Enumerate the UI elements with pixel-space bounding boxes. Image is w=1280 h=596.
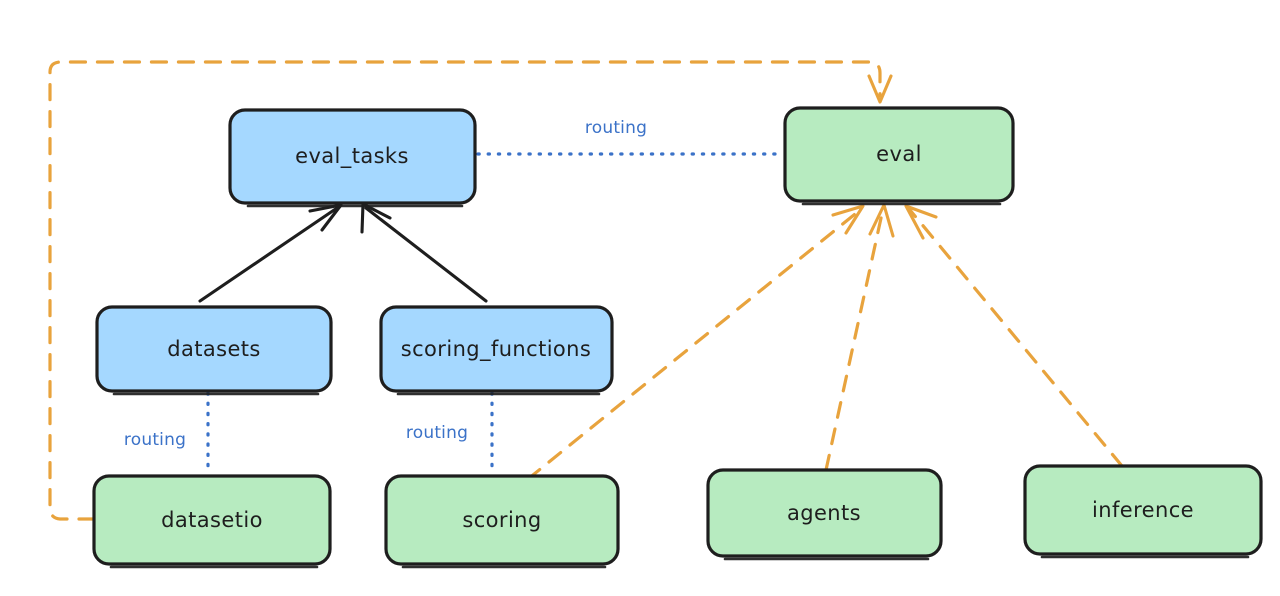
node-inference-label: inference	[1092, 498, 1194, 522]
edge-scoring-to-eval-arrowhead	[831, 204, 865, 235]
node-datasetio[interactable]: datasetio	[92, 474, 332, 569]
node-scoring-label: scoring	[462, 508, 541, 532]
node-eval-tasks-box[interactable]	[228, 108, 477, 205]
node-agents-label: agents	[787, 501, 861, 525]
edge-datasetio-to-eval-path	[48, 60, 882, 521]
node-eval-tasks[interactable]: eval_tasks	[228, 108, 477, 208]
node-inference-box[interactable]	[1023, 464, 1263, 556]
edge-datasetio-to-eval-arrowhead	[867, 74, 893, 104]
node-scoring[interactable]: scoring	[384, 474, 620, 569]
edge-scoring-to-eval	[526, 204, 865, 481]
node-datasetio-label: datasetio	[161, 508, 263, 532]
node-inference[interactable]: inference	[1023, 464, 1263, 559]
edge-datasets-to-eval-tasks-path	[198, 206, 339, 303]
edge-inference-to-eval	[904, 204, 1124, 468]
edge-datasets-to-eval-tasks	[198, 203, 343, 303]
edge-datasetio-to-eval	[48, 60, 893, 521]
edge-label-routing-datasetio: routing	[124, 430, 186, 450]
edge-label-routing-scoring: routing	[406, 423, 468, 443]
node-scoring-functions[interactable]: scoring_functions	[379, 305, 614, 396]
edge-label-routing-eval: routing	[585, 118, 647, 138]
node-eval-box[interactable]	[783, 106, 1015, 203]
edge-scoring-to-eval-path	[526, 208, 862, 481]
node-scoring-functions-box[interactable]	[379, 305, 614, 393]
node-eval-label: eval	[876, 142, 922, 166]
node-agents-box[interactable]	[706, 468, 943, 558]
node-scoring-box[interactable]	[384, 474, 620, 566]
node-datasets-label: datasets	[167, 337, 261, 361]
node-datasets[interactable]: datasets	[95, 305, 333, 396]
edge-scoring-functions-to-eval-tasks-path	[364, 206, 488, 303]
edge-inference-to-eval-path	[908, 208, 1124, 468]
node-eval-tasks-label: eval_tasks	[295, 144, 409, 169]
edge-inference-to-eval-arrowhead	[904, 204, 938, 240]
edge-agents-to-eval-path	[824, 207, 885, 472]
node-datasetio-box[interactable]	[92, 474, 332, 566]
node-scoring-functions-label: scoring_functions	[401, 337, 591, 362]
node-agents[interactable]: agents	[706, 468, 943, 561]
node-datasets-box[interactable]	[95, 305, 333, 393]
edge-scoring-functions-to-eval-tasks	[360, 202, 488, 303]
node-eval[interactable]: eval	[783, 106, 1015, 206]
edge-agents-to-eval	[824, 203, 895, 472]
